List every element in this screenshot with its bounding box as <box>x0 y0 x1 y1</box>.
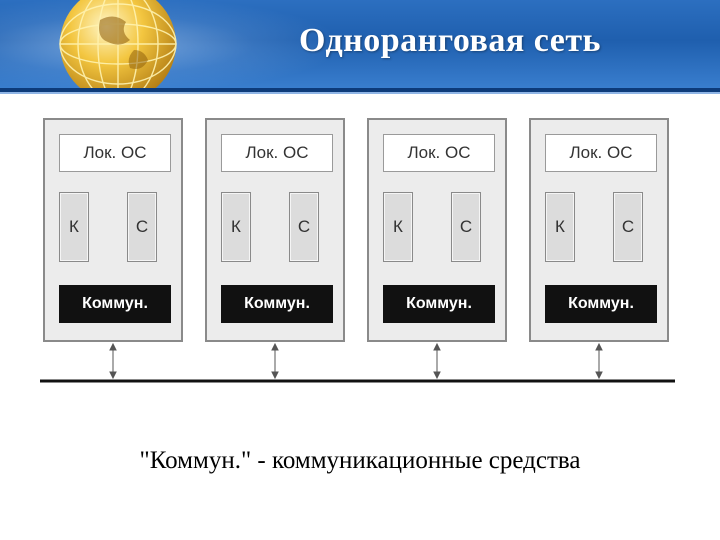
k-box: К <box>59 192 89 262</box>
network-node: Лок. ОС К С Коммун. <box>529 118 669 342</box>
comm-box: Коммун. <box>221 285 333 323</box>
globe-icon <box>59 0 177 90</box>
diagram-caption: "Коммун." - коммуникационные средства <box>139 447 581 474</box>
k-box: К <box>383 192 413 262</box>
network-node: Лок. ОС К С Коммун. <box>43 118 183 342</box>
double-arrow-icon <box>271 342 279 380</box>
header-divider-light <box>0 92 720 94</box>
local-os-box: Лок. ОС <box>383 134 495 172</box>
k-box: К <box>545 192 575 262</box>
double-arrow-icon <box>433 342 441 380</box>
double-arrow-icon <box>595 342 603 380</box>
c-box: С <box>289 192 319 262</box>
local-os-box: Лок. ОС <box>221 134 333 172</box>
comm-box: Коммун. <box>59 285 171 323</box>
network-node: Лок. ОС К С Коммун. <box>205 118 345 342</box>
header-banner: Одноранговая сеть <box>0 0 720 90</box>
double-arrow-icon <box>109 342 117 380</box>
c-box: С <box>613 192 643 262</box>
header-divider <box>0 88 720 92</box>
comm-box: Коммун. <box>383 285 495 323</box>
c-box: С <box>127 192 157 262</box>
local-os-box: Лок. ОС <box>59 134 171 172</box>
local-os-box: Лок. ОС <box>545 134 657 172</box>
slide-title: Одноранговая сеть <box>298 22 602 59</box>
network-node: Лок. ОС К С Коммун. <box>367 118 507 342</box>
c-box: С <box>451 192 481 262</box>
k-box: К <box>221 192 251 262</box>
comm-box: Коммун. <box>545 285 657 323</box>
